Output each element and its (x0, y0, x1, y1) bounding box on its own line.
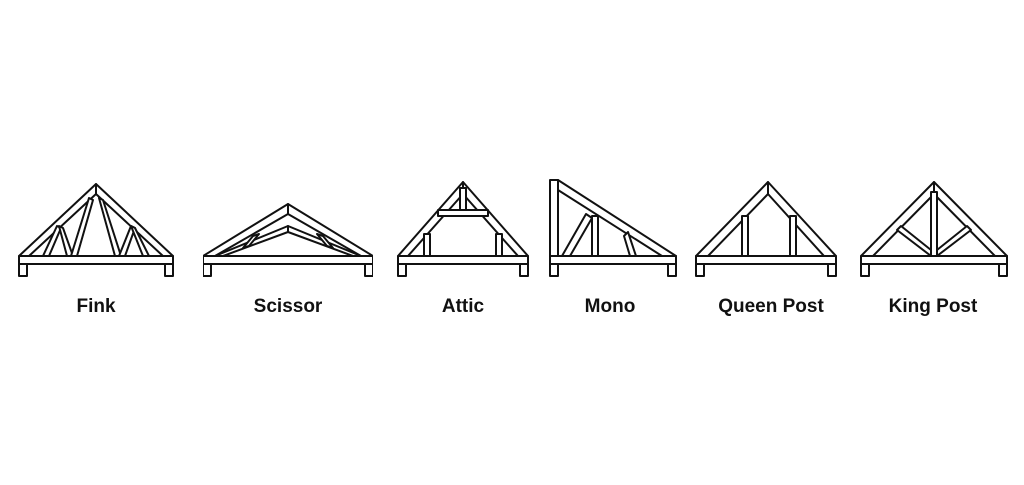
attic-truss-icon (378, 170, 548, 280)
fink-label: Fink (76, 296, 116, 317)
king-post-label: King Post (888, 296, 978, 317)
king-post-truss-icon (853, 170, 1023, 280)
queen-post-label: Queen Post (718, 296, 824, 317)
fink-truss-icon (11, 170, 181, 280)
mono-truss-icon (540, 170, 710, 280)
queen-post-truss-icon (688, 170, 858, 280)
attic-label: Attic (441, 296, 485, 317)
scissor-truss-icon (203, 170, 373, 280)
mono-label: Mono (584, 296, 636, 317)
scissor-label: Scissor (253, 296, 323, 317)
